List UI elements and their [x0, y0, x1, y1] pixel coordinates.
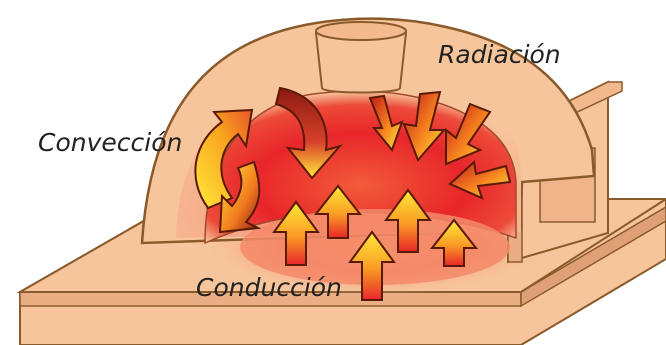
conduction-label: Conducción: [196, 273, 342, 302]
radiation-label: Radiación: [438, 40, 561, 69]
convection-label: Convección: [38, 128, 182, 157]
chimney: [316, 22, 406, 93]
